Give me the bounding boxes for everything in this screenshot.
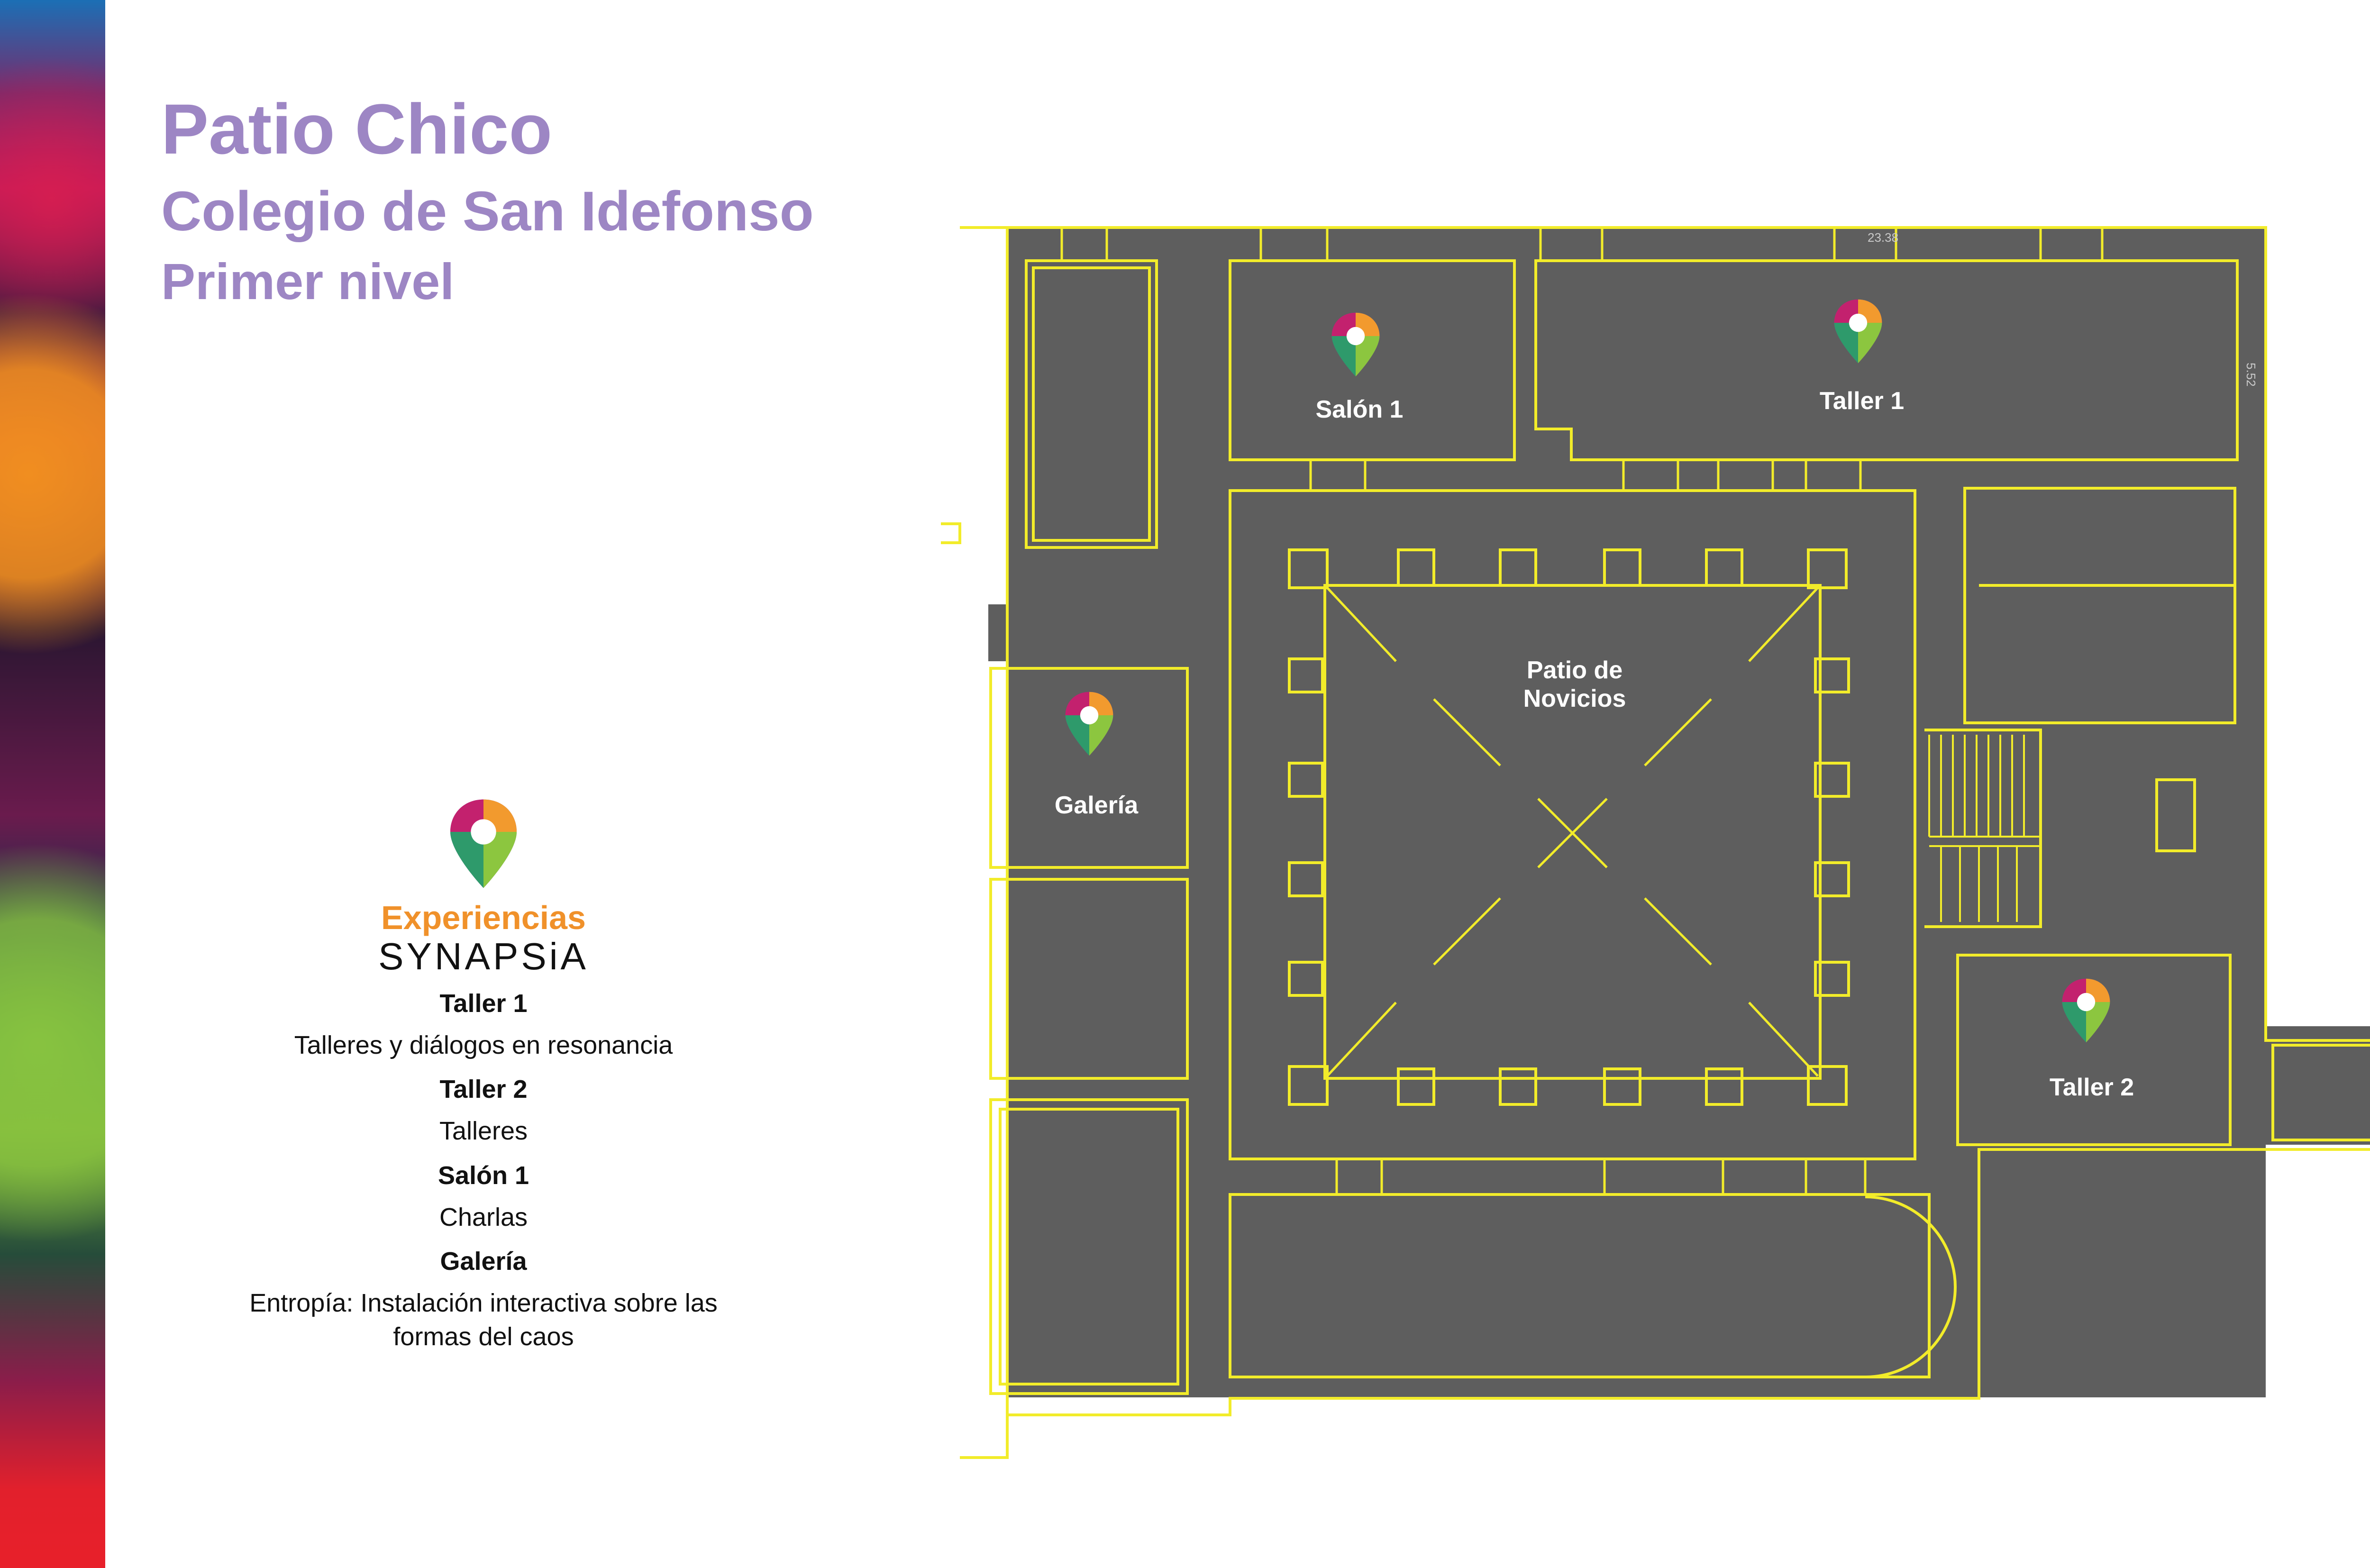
legend-item-title: Galería (440, 1247, 527, 1276)
floor-area (988, 229, 2370, 1397)
legend-item-description: Talleres y diálogos en resonancia (294, 1031, 673, 1059)
legend: Experiencias SYNAPSiA Taller 1 Talleres … (246, 796, 720, 1354)
page-subtitle: Colegio de San Idefonso (161, 180, 814, 243)
map-pin-icon (450, 799, 517, 888)
patio-label-line: Patio de (1526, 656, 1623, 684)
patio-diagonals (1326, 587, 1819, 1077)
brand-synapsia: SYNAPSiA (378, 935, 589, 977)
room-label-salon-1: Salón 1 (1315, 396, 1404, 423)
room-label-galeria: Galería (1054, 792, 1139, 819)
floor-plan-drawing: 23.38 5.52 (941, 226, 2370, 1459)
openings (1060, 226, 2104, 1196)
columns (1288, 548, 1850, 1106)
room-label-taller-1: Taller 1 (1819, 387, 1905, 415)
dimension-label: 5.52 (2244, 363, 2258, 387)
stairs (1928, 735, 2041, 922)
legend-list: Taller 1 Talleres y diálogos en resonanc… (246, 989, 720, 1354)
room-label-taller-2: Taller 2 (2049, 1074, 2134, 1101)
legend-item-title: Taller 1 (439, 989, 528, 1018)
page-level: Primer nivel (161, 252, 455, 310)
legend-item-description: Charlas (439, 1203, 528, 1231)
patio-label-line: Novicios (1523, 684, 1626, 712)
legend-item-title: Salón 1 (438, 1161, 529, 1190)
legend-item-title: Taller 2 (439, 1075, 528, 1104)
legend-item-description: Entropía: Instalación interactiva sobre … (249, 1288, 718, 1351)
room-label-patio-de-novicios: Patio de Novicios (1523, 656, 1626, 713)
legend-item-description: Talleres (439, 1117, 528, 1146)
dimension-label: 23.38 (1868, 230, 1898, 245)
brand-experiencias: Experiencias (381, 899, 586, 936)
walls (941, 226, 2370, 1459)
title-block: Patio Chico Colegio de San Idefonso Prim… (161, 90, 814, 316)
color-stripe (0, 0, 105, 1568)
page-title: Patio Chico (161, 89, 553, 169)
floor-plan: 23.38 5.52 Salón 1 Taller 1 Galería Tall… (941, 220, 2370, 1477)
